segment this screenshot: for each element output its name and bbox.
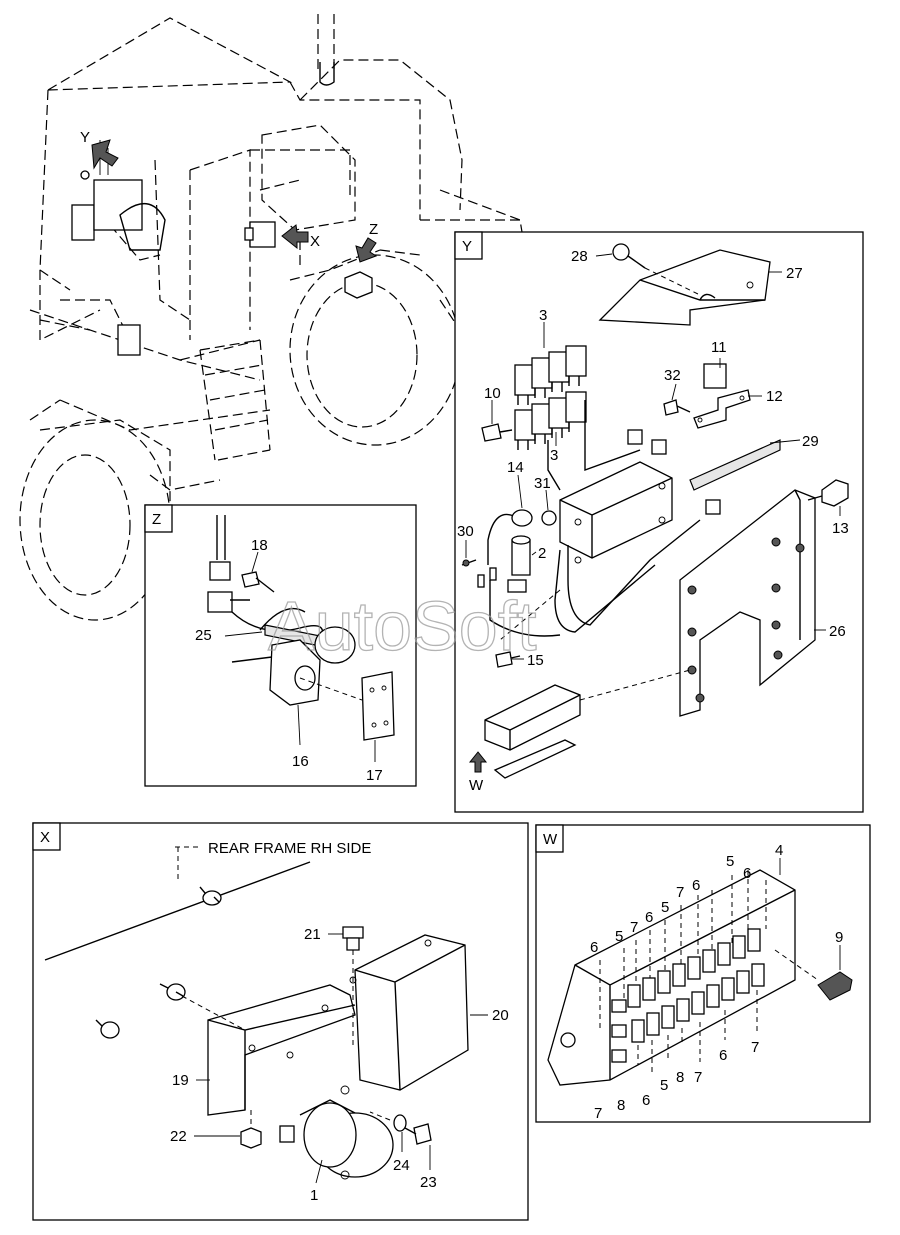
arrow-label-y: Y (80, 129, 90, 146)
callout-24: 24 (393, 1157, 410, 1174)
callout-w-5-b: 5 (661, 899, 669, 916)
callout-w-4: 4 (775, 842, 783, 859)
callout-28: 28 (571, 248, 588, 265)
panel-w-title: W (543, 831, 558, 848)
callout-w-8-a: 8 (617, 1097, 625, 1114)
callout-15: 15 (527, 652, 544, 669)
callout-29: 29 (802, 433, 819, 450)
callout-w-5-a: 5 (615, 928, 623, 945)
callout-w-6-c: 6 (692, 877, 700, 894)
callout-w-5-d: 5 (660, 1077, 668, 1094)
callout-10: 10 (484, 385, 501, 402)
callout-w-6-f: 6 (719, 1047, 727, 1064)
panel-z-title: Z (152, 511, 161, 528)
callout-14: 14 (507, 459, 524, 476)
callout-25: 25 (195, 627, 212, 644)
watermark: AutoSoft (268, 587, 537, 665)
callout-w-7-d: 7 (694, 1069, 702, 1086)
view-arrow-w-icon (468, 751, 488, 773)
callout-w-7-c: 7 (594, 1105, 602, 1122)
panel-z: Z 18 25 16 17 (144, 504, 417, 787)
arrow-label-x: X (310, 233, 320, 250)
callout-16: 16 (292, 753, 309, 770)
panel-w: W (535, 824, 871, 1123)
callout-12: 12 (766, 388, 783, 405)
callout-3-upper: 3 (539, 307, 547, 324)
arrow-label-z: Z (369, 221, 378, 238)
arrow-label-w: W (469, 777, 484, 794)
callout-32: 32 (664, 367, 681, 384)
callout-w-6-d: 6 (743, 865, 751, 882)
callout-w-7-b: 7 (676, 884, 684, 901)
callout-3-lower: 3 (550, 447, 558, 464)
relay-row-upper (514, 345, 587, 405)
view-arrow-z-icon (355, 237, 378, 263)
callout-w-5-c: 5 (726, 853, 734, 870)
callout-26: 26 (829, 623, 846, 640)
callout-19: 19 (172, 1072, 189, 1089)
callout-13: 13 (832, 520, 849, 537)
panel-x: X REAR FRAME RH SIDE (32, 822, 529, 1221)
panel-x-title: X (40, 829, 50, 846)
callout-18: 18 (251, 537, 268, 554)
callout-30: 30 (457, 523, 474, 540)
rear-frame-note: REAR FRAME RH SIDE (208, 840, 371, 857)
callout-2: 2 (538, 545, 546, 562)
callout-w-6-e: 6 (642, 1092, 650, 1109)
relay-row-lower (514, 391, 587, 450)
callout-27: 27 (786, 265, 803, 282)
callout-17: 17 (366, 767, 383, 784)
callout-21: 21 (304, 926, 321, 943)
callout-w-6-b: 6 (645, 909, 653, 926)
view-arrow-x-icon (281, 224, 309, 250)
callout-23: 23 (420, 1174, 437, 1191)
callout-1: 1 (310, 1187, 318, 1204)
callout-31: 31 (534, 475, 551, 492)
callout-w-6-a: 6 (590, 939, 598, 956)
fuse-row-lower (631, 963, 765, 1043)
view-arrow-y-icon (91, 139, 119, 170)
callout-w-7-a: 7 (630, 919, 638, 936)
fuse-row-upper (627, 928, 761, 1008)
panel-y: Y (454, 231, 864, 813)
callout-20: 20 (492, 1007, 509, 1024)
callout-w-8-b: 8 (676, 1069, 684, 1086)
callout-22: 22 (170, 1128, 187, 1145)
panel-y-title: Y (462, 238, 472, 255)
callout-11: 11 (711, 339, 727, 356)
callout-w-7-e: 7 (751, 1039, 759, 1056)
callout-w-9: 9 (835, 929, 843, 946)
